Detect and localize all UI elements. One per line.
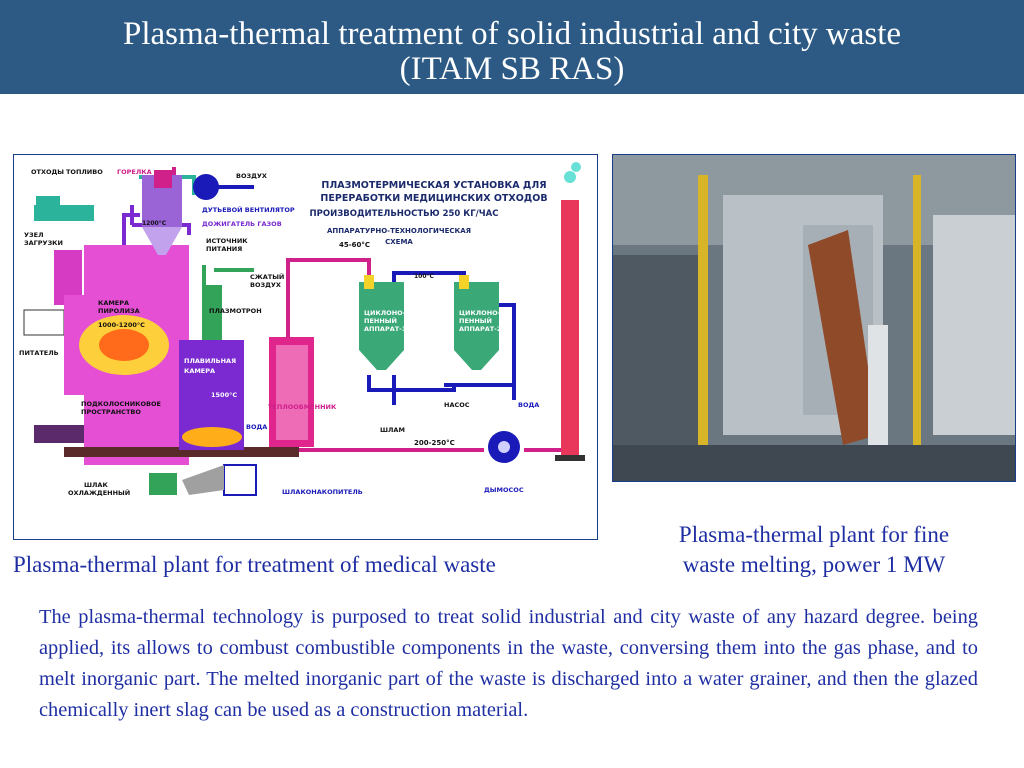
label-hearth-2: ПРОСТРАНСТВО bbox=[81, 408, 141, 416]
label-water-1: ВОДА bbox=[246, 423, 267, 431]
photo-caption-line2: waste melting, power 1 MW bbox=[682, 552, 946, 577]
label-compressed-air-2: ВОЗДУХ bbox=[250, 281, 281, 289]
label-melting-temp: 1500°C bbox=[211, 391, 237, 399]
label-fuel: ТОПЛИВО bbox=[66, 168, 103, 176]
label-slag-1: ШЛАК bbox=[84, 481, 108, 489]
label-power-2: ПИТАНИЯ bbox=[206, 245, 242, 253]
label-loading-2: ЗАГРУЗКИ bbox=[24, 239, 63, 247]
label-slag-2: ОХЛАЖДЕННЫЙ bbox=[68, 488, 130, 497]
plant-photo bbox=[612, 154, 1016, 482]
label-waste: ОТХОДЫ bbox=[31, 168, 64, 176]
label-heat-exchanger: ТЕПЛООБМЕННИК bbox=[268, 403, 337, 411]
label-cyclone2-2: ПЕННЫЙ bbox=[459, 316, 492, 325]
label-exhaust: ДЫМОСОС bbox=[484, 486, 524, 494]
label-melting-2: КАМЕРА bbox=[184, 367, 215, 375]
label-cyclone1-2: ПЕННЫЙ bbox=[364, 316, 397, 325]
label-cyclone2-3: АППАРАТ-2 bbox=[459, 325, 501, 333]
label-power-1: ИСТОЧНИК bbox=[206, 237, 248, 245]
diagram-title-1: ПЛАЗМОТЕРМИЧЕСКАЯ УСТАНОВКА ДЛЯ bbox=[321, 180, 546, 191]
description-paragraph: The plasma-thermal technology is purpose… bbox=[39, 606, 978, 721]
label-compressed-air-1: СЖАТЫЙ bbox=[250, 272, 284, 281]
page-subtitle: (ITAM SB RAS) bbox=[399, 51, 625, 87]
plant-schematic-diagram: ПЛАЗМОТЕРМИЧЕСКАЯ УСТАНОВКА ДЛЯ ПЕРЕРАБО… bbox=[13, 154, 598, 540]
photo-caption-line1: Plasma-thermal plant for fine bbox=[678, 522, 950, 547]
label-cyclone1-1: ЦИКЛОНО- bbox=[364, 309, 406, 317]
label-temp-1200: 1200°C bbox=[142, 220, 167, 227]
label-melting-1: ПЛАВИЛЬНАЯ bbox=[184, 357, 236, 365]
label-plasmatron: ПЛАЗМОТРОН bbox=[209, 307, 262, 315]
diagram-title-4: АППАРАТУРНО-ТЕХНОЛОГИЧЕСКАЯ bbox=[327, 227, 471, 235]
label-pump: НАСОС bbox=[444, 401, 470, 409]
label-temp-200-250: 200-250°C bbox=[414, 439, 455, 447]
title-bar: Plasma-thermal treatment of solid indust… bbox=[0, 0, 1024, 94]
plant-photo-svg bbox=[613, 155, 1015, 481]
label-loading-1: УЗЕЛ bbox=[24, 231, 43, 239]
label-temp-100: 100°C bbox=[414, 273, 435, 280]
label-water-2: ВОДА bbox=[518, 401, 539, 409]
label-slag-storage: ШЛАКОНАКОПИТЕЛЬ bbox=[282, 488, 363, 496]
label-hearth-1: ПОДКОЛОСНИКОВОЕ bbox=[81, 400, 161, 408]
photo-caption: Plasma-thermal plant for fine waste melt… bbox=[628, 520, 1000, 580]
label-burner: ГОРЕЛКА bbox=[117, 168, 152, 176]
diagram-title-2: ПЕРЕРАБОТКИ МЕДИЦИНСКИХ ОТХОДОВ bbox=[320, 193, 547, 204]
page-title: Plasma-thermal treatment of solid indust… bbox=[122, 16, 902, 52]
diagram-title-3: ПРОИЗВОДИТЕЛЬНОСТЬЮ 250 КГ/ЧАС bbox=[310, 209, 499, 219]
label-air: ВОЗДУХ bbox=[236, 172, 267, 180]
label-cyclone1-3: АППАРАТ-1 bbox=[364, 325, 407, 333]
schematic-svg: ПЛАЗМОТЕРМИЧЕСКАЯ УСТАНОВКА ДЛЯ ПЕРЕРАБО… bbox=[14, 155, 597, 539]
label-temp-45-60: 45-60°C bbox=[339, 241, 370, 249]
label-blower: ДУТЬЕВОЙ ВЕНТИЛЯТОР bbox=[202, 205, 295, 214]
diagram-title-5: СХЕМА bbox=[385, 238, 413, 246]
label-pyrolysis-temp: 1000-1200°C bbox=[98, 321, 145, 329]
label-pyrolysis-1: КАМЕРА bbox=[98, 299, 129, 307]
label-feeder: ПИТАТЕЛЬ bbox=[19, 349, 59, 357]
label-pyrolysis-2: ПИРОЛИЗА bbox=[98, 307, 140, 315]
label-cyclone2-1: ЦИКЛОНО- bbox=[459, 309, 501, 317]
label-sludge: ШЛАМ bbox=[380, 426, 405, 434]
label-afterburner: ДОЖИГАТЕЛЬ ГАЗОВ bbox=[202, 220, 282, 228]
diagram-caption: Plasma-thermal plant for treatment of me… bbox=[13, 552, 496, 577]
